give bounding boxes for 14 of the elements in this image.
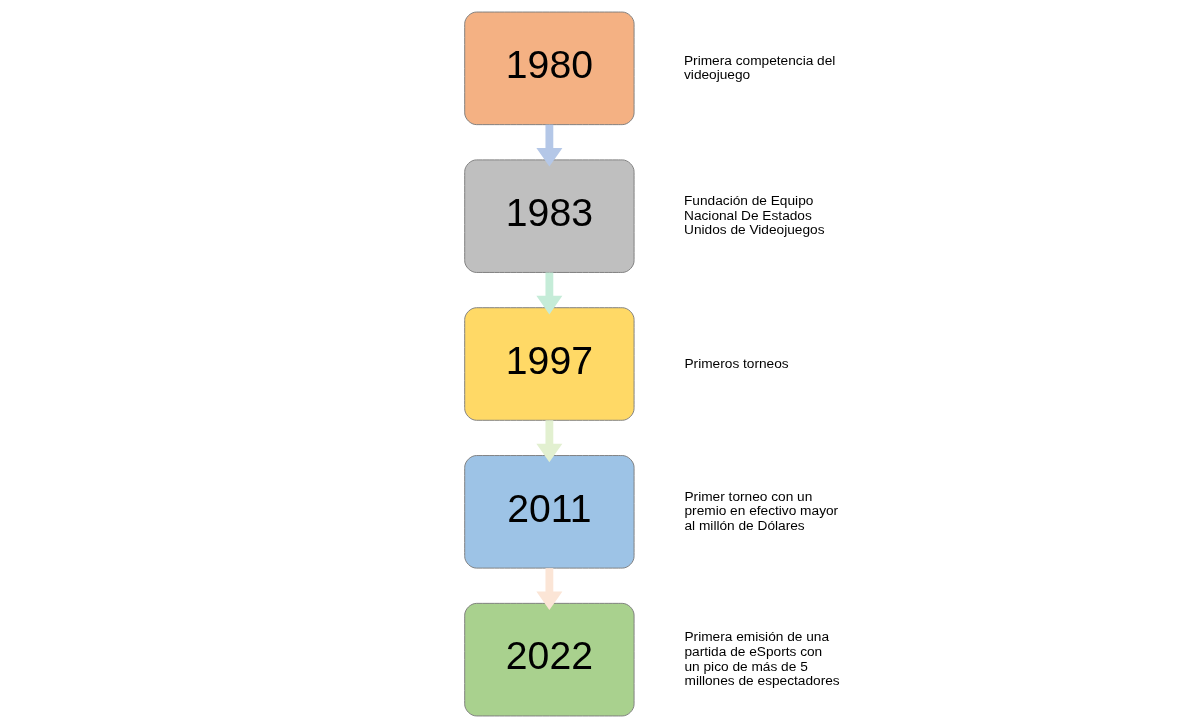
node-label: Primera emisión de una partida de eSports con un pico de más de 5 millones de espectadores [683,629,840,689]
node-label: Fundación de Equipo Nacional De Estados Unidos de Videojuegos [683,193,825,238]
node-label: Primer torneo con un premio en efectivo mayor al millón de Dólares [683,488,838,534]
arrow [535,420,562,463]
arrow [535,272,562,315]
node-box: 2022 [463,602,635,717]
node-label: Primera competencia del videojuego [683,52,835,83]
arrow [535,124,562,167]
node-box: 1983 [463,159,635,273]
arrow [535,568,562,611]
node-box: 2011 [463,455,635,569]
node-box: 1980 [463,11,635,126]
node-label: Primeros torneos [683,355,789,371]
node-box: 1997 [463,307,635,421]
